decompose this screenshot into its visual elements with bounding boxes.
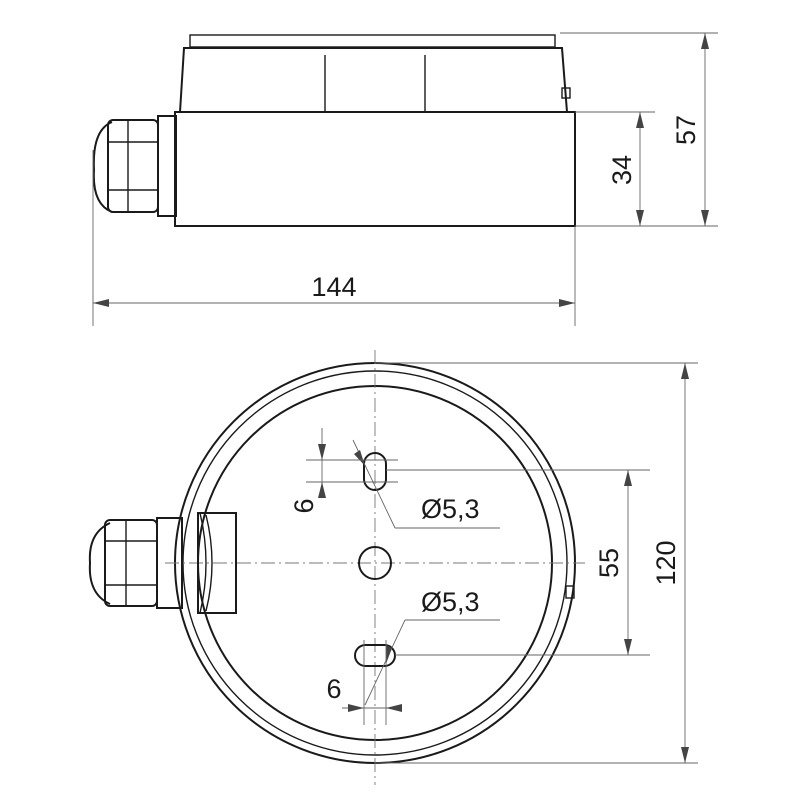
dimension-144: 144 (93, 272, 575, 307)
lid-body (179, 47, 568, 113)
cable-gland-side (92, 115, 177, 217)
dim-57-label: 57 (671, 115, 701, 145)
center-hole (358, 546, 392, 580)
top-view: 120 55 Ø5,3 Ø5,3 (88, 350, 698, 785)
upper-hole-diameter-callout: Ø5,3 (352, 439, 500, 529)
lower-hole-diameter-label: Ø5,3 (421, 587, 480, 617)
dim-55-label: 55 (594, 548, 624, 578)
dim-144-label: 144 (311, 272, 356, 302)
upper-hole-diameter-label: Ø5,3 (421, 494, 480, 524)
lower-slot-dimension: 6 (326, 640, 402, 725)
dimension-120: 120 (375, 362, 698, 764)
upper-slot-dim-label: 6 (289, 498, 319, 513)
lower-hole-diameter-callout: Ø5,3 (364, 587, 500, 706)
lid-latch (561, 87, 571, 99)
housing-notch (565, 585, 575, 599)
side-view: 144 57 34 (92, 32, 718, 326)
lower-slot-dim-label: 6 (326, 674, 341, 704)
upper-mounting-slot (363, 452, 387, 491)
lid-rim (189, 34, 556, 48)
lower-mounting-slot (354, 644, 396, 667)
base-body (174, 111, 576, 227)
upper-slot-dimension: 6 (289, 428, 398, 514)
cable-gland-top (88, 512, 237, 614)
dim-120-label: 120 (651, 540, 681, 585)
dimension-57: 57 (671, 33, 709, 226)
dim-34-label: 34 (607, 155, 637, 185)
dimension-34: 34 (607, 112, 644, 226)
dimension-55: 55 (386, 469, 650, 656)
